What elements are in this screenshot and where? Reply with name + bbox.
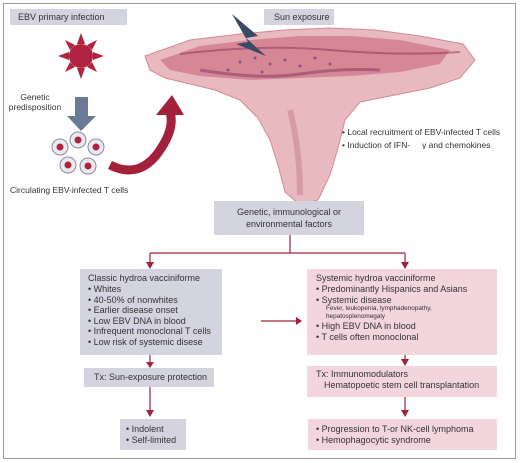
systemic-box: Systemic hydroa vacciniforme Predominant… bbox=[307, 269, 497, 355]
systemic-list-2: High EBV DNA in blood T cells often mono… bbox=[316, 321, 497, 342]
list-item: Self-limited bbox=[126, 435, 186, 446]
effects-list: • Local recruitment of EBV-infected T ce… bbox=[342, 126, 500, 152]
list-item: Predominantly Hispanics and Asians bbox=[316, 284, 497, 295]
list-item: Hemophagocytic syndrome bbox=[316, 435, 497, 446]
systemic-tx-line2: Hematopoetic stem cell transplantation bbox=[324, 380, 480, 390]
circulating-label: Circulating EBV-infected T cells bbox=[10, 185, 129, 195]
systemic-list: Predominantly Hispanics and Asians Syste… bbox=[316, 284, 497, 305]
list-item: T cells often monoclonal bbox=[316, 332, 497, 343]
diagram-frame bbox=[3, 3, 516, 459]
list-item: High EBV DNA in blood bbox=[316, 321, 497, 332]
classic-tx-box: Tx: Sun-exposure protection bbox=[84, 368, 214, 387]
classic-title: Classic hydroa vacciniforme bbox=[88, 273, 201, 283]
classic-box: Classic hydroa vacciniforme Whites 40-50… bbox=[80, 269, 222, 355]
systemic-title: Systemic hydroa vacciniforme bbox=[316, 273, 436, 283]
list-item: Indolent bbox=[126, 424, 186, 435]
systemic-tx-box: Tx: Immunomodulators Hematopoetic stem c… bbox=[307, 366, 497, 397]
list-item: Infrequent monoclonal T cells bbox=[88, 326, 222, 337]
factors-box: Genetic, immunological or environmental … bbox=[214, 201, 364, 235]
systemic-symptoms: Fever, leukopenia, lymphadenopathy, hepa… bbox=[326, 305, 432, 321]
list-item: Systemic disease bbox=[316, 295, 497, 306]
list-item: Progression to T-or NK-cell lymphoma bbox=[316, 424, 497, 435]
classic-outcome-box: Indolent Self-limited bbox=[120, 419, 186, 450]
sun-exposure-label: Sun exposure bbox=[264, 9, 334, 25]
classic-list: Whites 40-50% of nonwhites Earlier disea… bbox=[88, 284, 222, 348]
ebv-primary-label: EBV primary infection bbox=[10, 9, 127, 25]
list-item: Earlier disease onset bbox=[88, 305, 222, 316]
genetic-predisposition-label: Genetic predisposition bbox=[8, 92, 62, 112]
list-item: Whites bbox=[88, 284, 222, 295]
list-item: Low risk of systemic disese bbox=[88, 337, 222, 348]
systemic-tx-line1: Tx: Immunomodulators bbox=[316, 369, 409, 379]
list-item: 40-50% of nonwhites bbox=[88, 295, 222, 306]
list-item: Low EBV DNA in blood bbox=[88, 316, 222, 327]
systemic-outcome-box: Progression to T-or NK-cell lymphoma Hem… bbox=[308, 419, 497, 450]
induction-text: • Induction of IFN- γ and chemokines bbox=[342, 140, 491, 150]
local-recruitment-text: • Local recruitment of EBV-infected T ce… bbox=[342, 127, 501, 137]
